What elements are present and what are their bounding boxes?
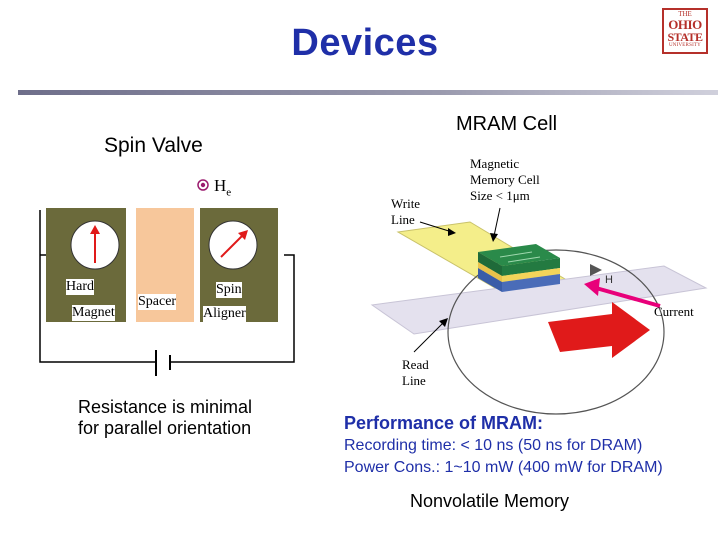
resistance-caption-line-1: Resistance is minimal bbox=[78, 397, 253, 417]
read-line-label: Read Line bbox=[402, 357, 429, 389]
university-logo: THE OHIO STATE UNIVERSITY bbox=[662, 8, 708, 54]
read-line-bar bbox=[370, 265, 708, 335]
logo-line-3: STATE bbox=[667, 30, 703, 44]
performance-line-2: Power Cons.: 1~10 mW (400 mW for DRAM) bbox=[344, 459, 663, 476]
hard-label: Hard bbox=[66, 279, 94, 295]
spin-label: Spin bbox=[216, 282, 242, 298]
spin-aligner-moment-icon bbox=[208, 220, 258, 270]
slide-title: Devices bbox=[291, 22, 439, 64]
logo-line-4: UNIVERSITY bbox=[669, 43, 701, 48]
field-out-of-page-icon bbox=[197, 179, 209, 191]
write-line-label: Write Line bbox=[391, 196, 420, 228]
read-line-label-2: Line bbox=[402, 373, 426, 388]
hard-magnet-moment-icon bbox=[70, 220, 120, 270]
memory-cell-label: Magnetic Memory Cell Size < 1μm bbox=[470, 156, 540, 204]
field-label-subscript: e bbox=[226, 186, 232, 199]
nonvolatile-caption: Nonvolatile Memory bbox=[410, 491, 570, 511]
spacer-label: Spacer bbox=[138, 294, 177, 310]
logo-line-1: THE bbox=[678, 10, 692, 18]
resistance-caption: Resistance is minimal for parallel orien… bbox=[78, 397, 252, 439]
performance-line-1: Recording time: < 10 ns (50 ns for DRAM) bbox=[344, 437, 643, 454]
write-line-pointer bbox=[419, 221, 453, 233]
title-divider bbox=[18, 90, 718, 95]
mram-cell-title: MRAM Cell bbox=[456, 113, 558, 135]
magnet-label: Magnet bbox=[72, 305, 115, 321]
memory-cell-stack bbox=[478, 244, 560, 292]
memory-cell-label-3: Size < 1μm bbox=[470, 188, 530, 203]
performance-title: Performance of MRAM: bbox=[344, 413, 544, 433]
field-label-h: H bbox=[214, 176, 227, 195]
magnetic-field-loop bbox=[447, 249, 665, 415]
memory-cell-label-1: Magnetic bbox=[470, 156, 520, 171]
read-line-label-1: Read bbox=[402, 357, 429, 372]
h-field-label: H bbox=[605, 274, 613, 286]
spin-valve-title: Spin Valve bbox=[104, 134, 203, 157]
logo-line-2: OHIO bbox=[668, 17, 702, 32]
aligner-label: Aligner bbox=[203, 306, 246, 322]
read-line-pointer bbox=[413, 321, 445, 353]
field-arrowhead bbox=[590, 264, 602, 276]
current-arrowhead bbox=[584, 278, 600, 296]
resistance-caption-line-2: for parallel orientation bbox=[78, 418, 252, 438]
field-label: He bbox=[214, 176, 231, 198]
memory-cell-label-2: Memory Cell bbox=[470, 172, 540, 187]
memory-cell-pointer bbox=[493, 207, 501, 237]
read-current-arrow bbox=[548, 302, 650, 358]
current-label: Current bbox=[654, 304, 694, 319]
write-line-label-2: Line bbox=[391, 212, 415, 227]
current-arrow-shaft bbox=[595, 286, 661, 308]
write-line-label-1: Write bbox=[391, 196, 421, 211]
